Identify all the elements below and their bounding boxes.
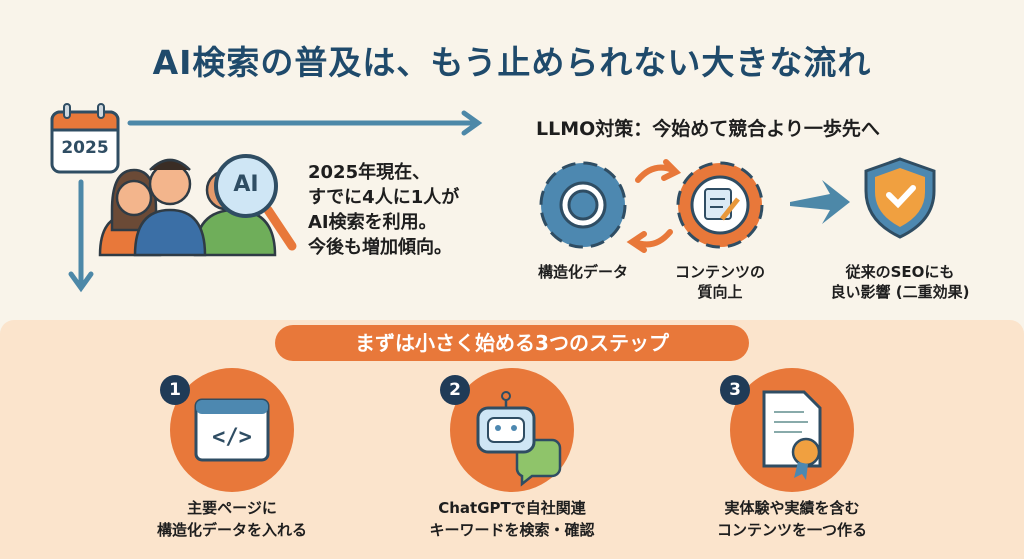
- steps-banner: まずは小さく始める3つのステップ: [275, 325, 749, 361]
- step-line: 主要ページに: [187, 499, 277, 517]
- people-group-icon: [98, 158, 277, 257]
- llmo-label-seo-effect: 従来のSEOにも良い影響 (二重効果): [820, 262, 980, 302]
- step-line: コンテンツを一つ作る: [716, 521, 867, 539]
- document-certificate-icon: [730, 368, 854, 492]
- chatbot-icon: [450, 368, 574, 492]
- code-window-icon: </>: [170, 368, 294, 492]
- stat-line: 2025年現在、: [308, 162, 431, 183]
- magnifier-icon: [214, 154, 297, 251]
- arrow-right-icon: [790, 180, 850, 224]
- label-line: 構造化データ: [537, 263, 628, 281]
- page-title: AI検索の普及は、もう止められない大きな流れ: [152, 43, 872, 82]
- label-line: コンテンツの: [674, 263, 765, 281]
- step-line: ChatGPTで自社関連: [438, 499, 586, 517]
- stat-line: 今後も増加傾向。: [308, 237, 452, 258]
- shield-check-icon: [864, 157, 936, 239]
- stat-line: すでに4人に1人が: [308, 187, 460, 208]
- timeline-graphic: [50, 103, 483, 293]
- llmo-heading: LLMO対策：今始めて競合より一歩先へ: [536, 118, 880, 140]
- timeline-arrow-right-icon: [127, 110, 483, 136]
- step-2-badge: 2: [440, 375, 470, 405]
- timeline-arrow-down-icon: [68, 179, 94, 293]
- step-1-text: 主要ページに構造化データを入れる: [102, 497, 362, 541]
- step-line: 実体験や実績を含む: [724, 499, 860, 517]
- svg-text:</>: </>: [212, 425, 252, 450]
- usage-stat-text: 2025年現在、 すでに4人に1人が AI検索を利用。 今後も増加傾向。: [308, 160, 459, 260]
- label-line: 従来のSEOにも: [845, 263, 955, 281]
- label-line: 良い影響 (二重効果): [830, 283, 970, 301]
- cycle-arrows-icon: [626, 159, 682, 253]
- stat-line: AI検索を利用。: [308, 212, 437, 233]
- step-line: 構造化データを入れる: [156, 521, 307, 539]
- structured-data-gear-icon: [539, 161, 627, 249]
- content-quality-gear-icon: [676, 161, 764, 249]
- step-3-text: 実体験や実績を含むコンテンツを一つ作る: [662, 497, 922, 541]
- step-line: キーワードを検索・確認: [429, 521, 595, 539]
- calendar-icon: [50, 103, 120, 174]
- llmo-label-content-quality: コンテンツの質向上: [655, 262, 785, 302]
- step-1-badge: 1: [160, 375, 190, 405]
- steps-icons: </>: [170, 368, 854, 492]
- label-line: 質向上: [697, 283, 743, 301]
- llmo-label-structured-data: 構造化データ: [520, 262, 646, 282]
- llmo-graphic: [539, 157, 936, 253]
- step-2-text: ChatGPTで自社関連キーワードを検索・確認: [382, 497, 642, 541]
- calendar-year: 2025: [61, 138, 109, 158]
- magnifier-label: AI: [233, 172, 259, 197]
- step-3-badge: 3: [720, 375, 750, 405]
